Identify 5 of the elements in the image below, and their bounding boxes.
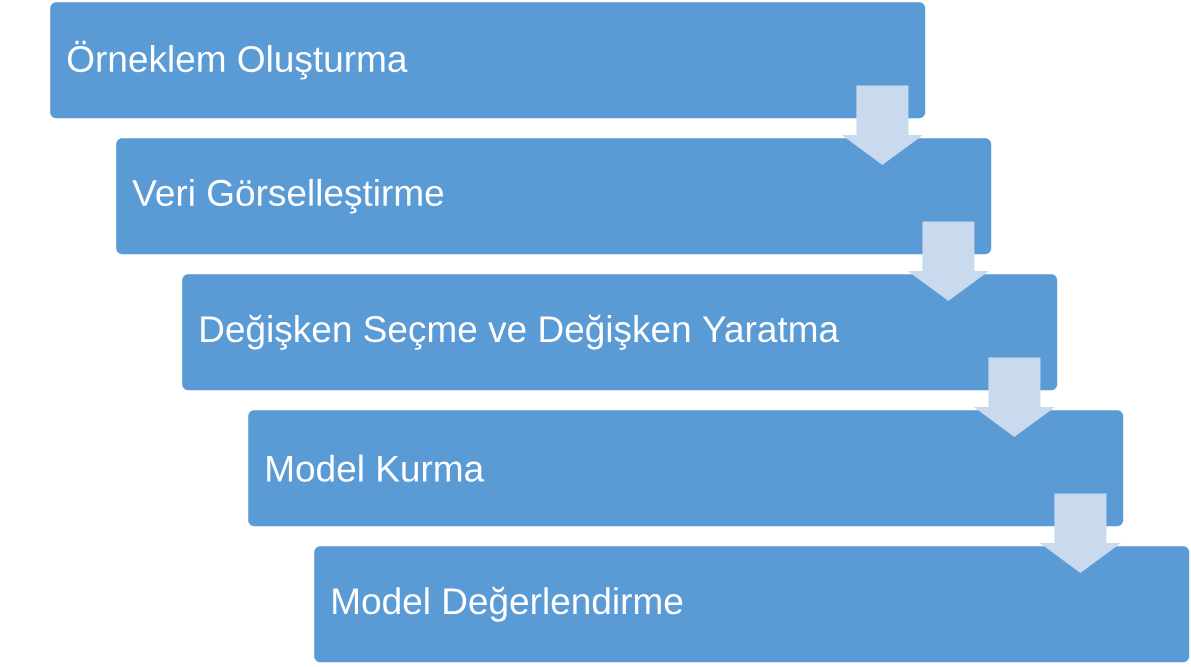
process-box: Model Değerlendirme	[314, 546, 1190, 663]
process-box: Örneklem Oluşturma	[50, 2, 926, 119]
process-box: Veri Görselleştirme	[116, 138, 992, 255]
process-box: Model Kurma	[248, 410, 1124, 527]
process-box: Değişken Seçme ve Değişken Yaratma	[182, 274, 1058, 391]
